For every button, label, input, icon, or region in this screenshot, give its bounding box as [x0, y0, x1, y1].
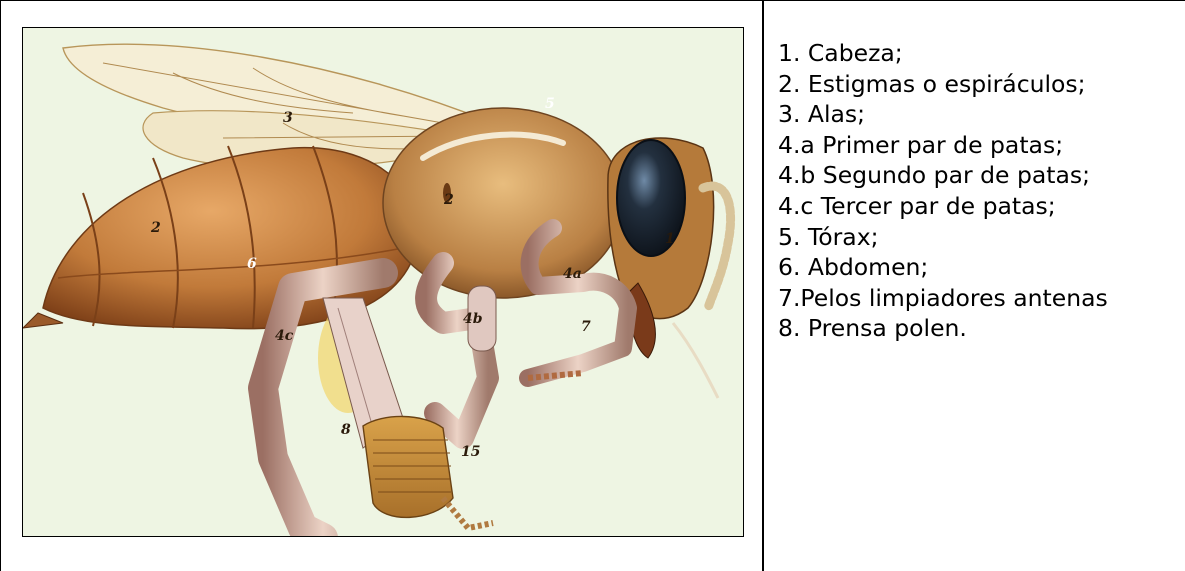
legend-item-abdomen: 6. Abdomen; [778, 252, 1185, 283]
callout-4c: 4c [275, 328, 294, 344]
parts-legend: 1. Cabeza; 2. Estigmas o espiráculos; 3.… [778, 38, 1185, 344]
callout-8: 8 [341, 422, 351, 438]
callout-2-abdomen: 2 [150, 220, 161, 236]
callout-7: 7 [581, 319, 591, 335]
legend-item-alas: 3. Alas; [778, 99, 1185, 130]
callout-4b: 4b [463, 311, 483, 327]
legend-item-estigmas: 2. Estigmas o espiráculos; [778, 69, 1185, 100]
callout-6: 6 [247, 256, 257, 272]
legend-item-pelos-limpiadores: 7.Pelos limpiadores antenas [778, 283, 1185, 314]
callout-4a: 4a [563, 266, 582, 282]
legend-item-cabeza: 1. Cabeza; [778, 38, 1185, 69]
thorax [383, 108, 623, 298]
legend-item-tercer-par-patas: 4.c Tercer par de patas; [778, 191, 1185, 222]
callout-1: 1 [665, 231, 675, 247]
bee-illustration: 1 2 2 3 4a 4b 4c 5 6 7 8 15 [23, 28, 744, 537]
legend-item-primer-par-patas: 4.a Primer par de patas; [778, 130, 1185, 161]
head [608, 138, 731, 398]
callout-5: 5 [545, 96, 555, 112]
callout-2-thorax: 2 [443, 192, 454, 208]
cell-divider [762, 0, 764, 571]
bee-anatomy-figure: 1 2 2 3 4a 4b 4c 5 6 7 8 15 [22, 27, 744, 537]
callout-15: 15 [461, 444, 480, 460]
legend-item-torax: 5. Tórax; [778, 222, 1185, 253]
legend-item-prensa-polen: 8. Prensa polen. [778, 313, 1185, 344]
legend-item-segundo-par-patas: 4.b Segundo par de patas; [778, 160, 1185, 191]
callout-3: 3 [283, 110, 293, 126]
